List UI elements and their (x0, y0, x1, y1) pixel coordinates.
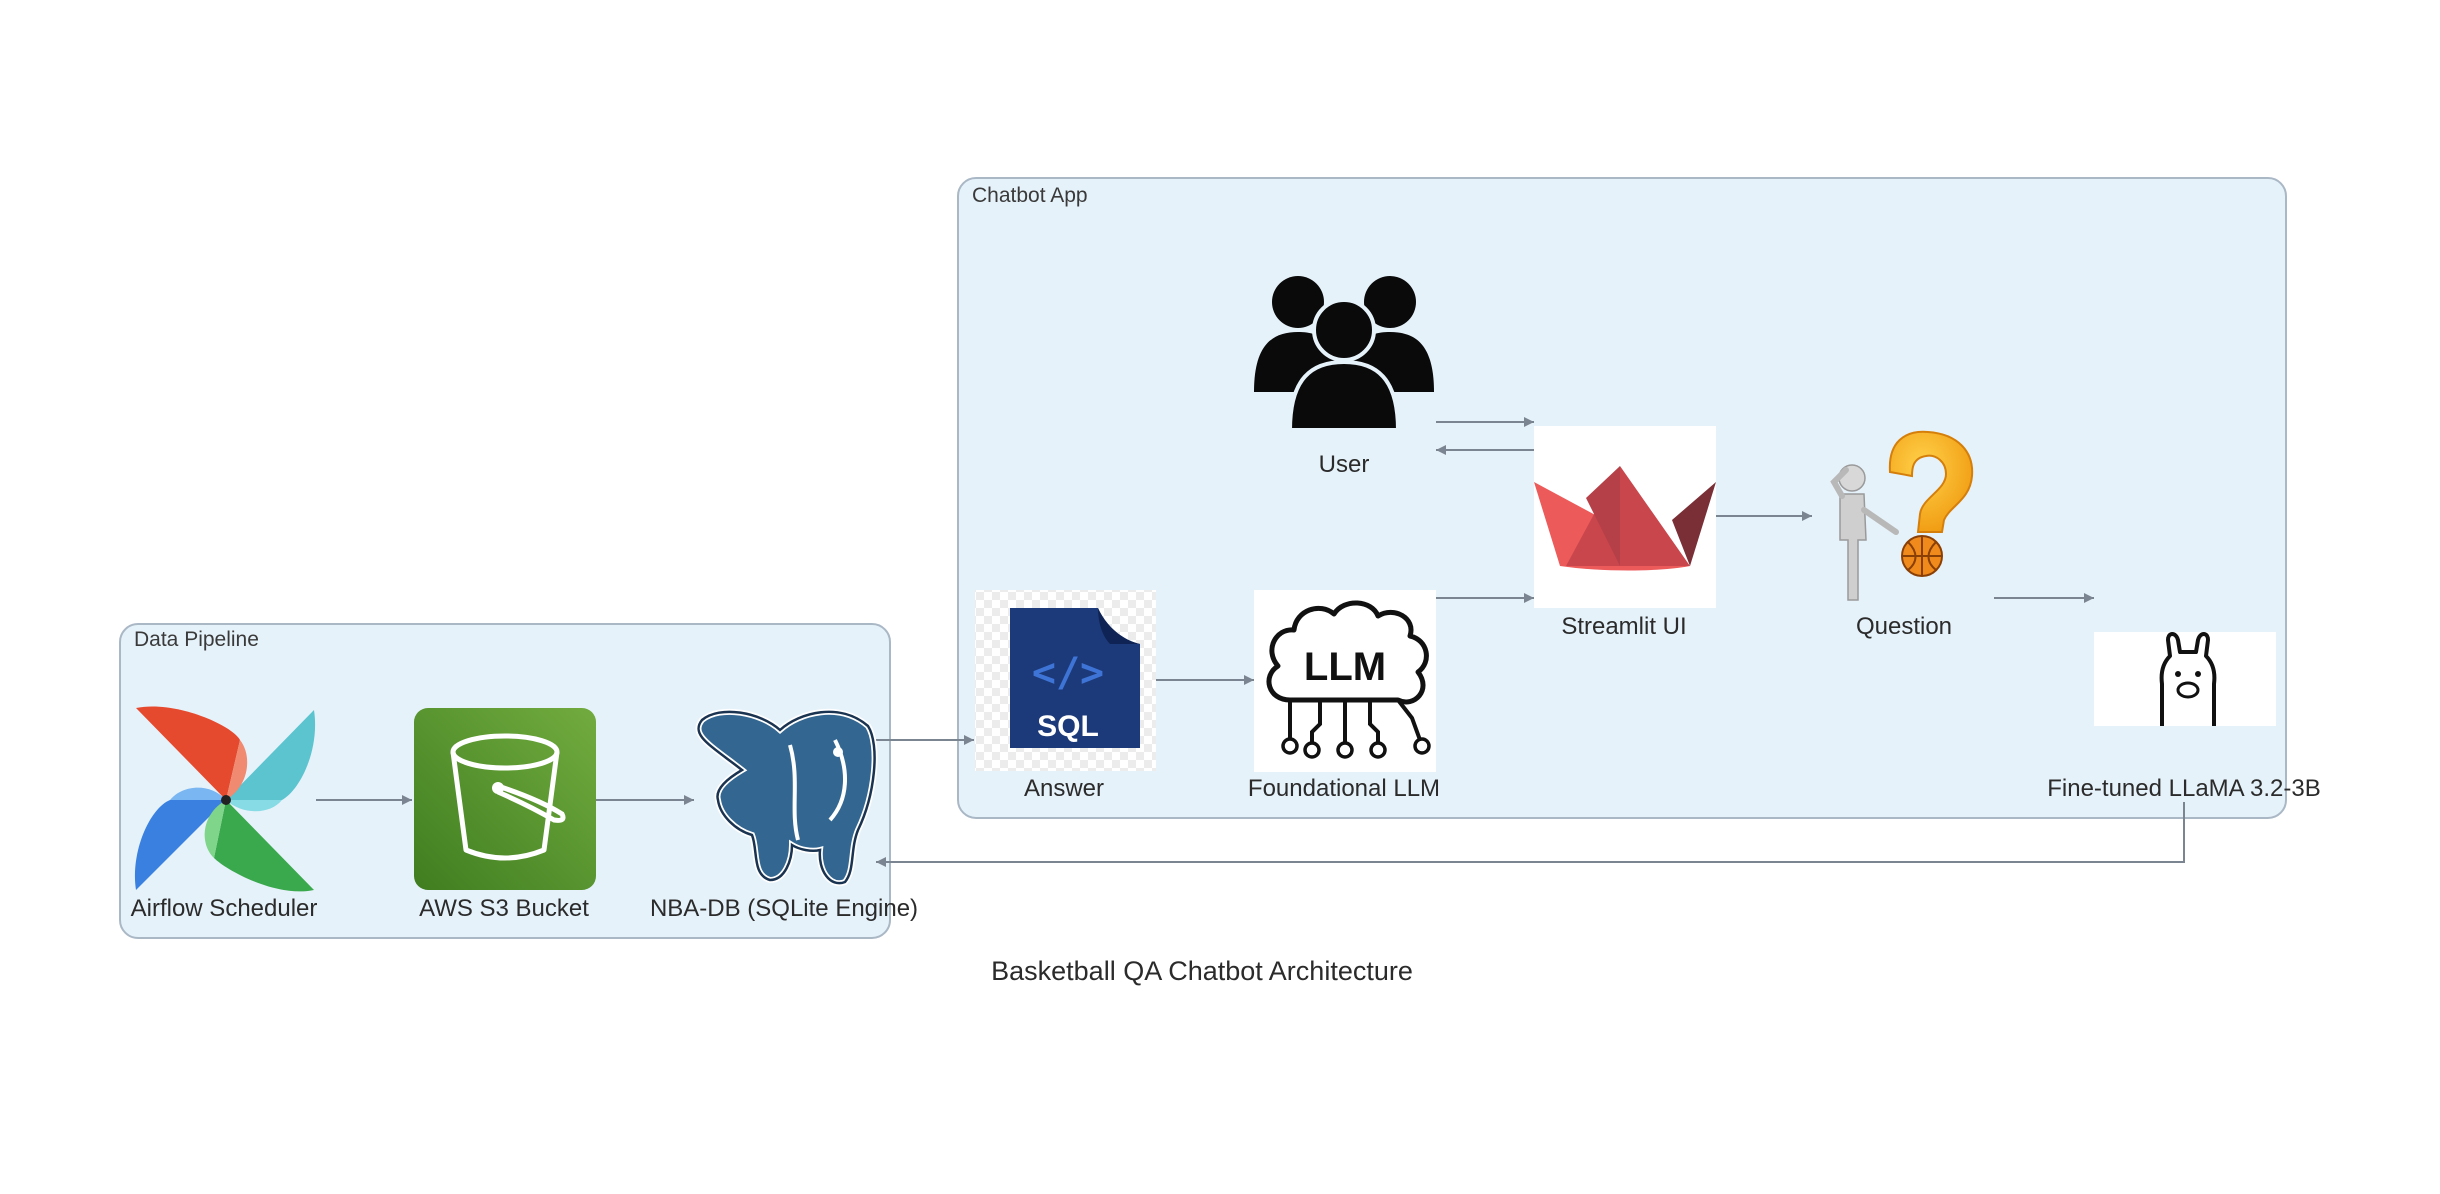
sql-file-icon: </> SQL (975, 590, 1156, 771)
node-label: Streamlit UI (1561, 613, 1686, 640)
diagram-title: Basketball QA Chatbot Architecture (991, 956, 1413, 986)
node-llama[interactable]: Fine-tuned LLaMA 3.2-3B (2047, 632, 2321, 802)
node-label: AWS S3 Bucket (419, 895, 589, 922)
node-label: User (1319, 451, 1370, 478)
sql-icon-text: SQL (1037, 710, 1099, 743)
s3-bucket-icon (414, 708, 596, 890)
node-streamlit[interactable]: Streamlit UI (1534, 426, 1716, 640)
node-label: Question (1856, 613, 1952, 640)
question-figure-icon (1830, 430, 1974, 601)
node-nbadb[interactable]: NBA-DB (SQLite Engine) (650, 708, 918, 922)
llama-icon (2094, 632, 2276, 726)
node-label: Airflow Scheduler (131, 895, 318, 922)
node-label: Fine-tuned LLaMA 3.2-3B (2047, 775, 2321, 802)
llm-icon-text: LLM (1304, 645, 1386, 689)
node-llm[interactable]: LLM Foundational LLM (1248, 590, 1440, 802)
node-s3[interactable]: AWS S3 Bucket (414, 708, 596, 922)
edges (316, 417, 2185, 867)
svg-text:</>: </> (1032, 650, 1104, 696)
llm-brain-icon: LLM (1254, 590, 1436, 772)
node-label: NBA-DB (SQLite Engine) (650, 895, 918, 922)
cluster-label: Data Pipeline (134, 628, 259, 651)
users-group-icon (1254, 276, 1434, 432)
node-label: Foundational LLM (1248, 775, 1440, 802)
node-question[interactable]: Question (1830, 430, 1974, 640)
node-answer[interactable]: </> SQL Answer (975, 590, 1156, 802)
edge-llama-to-nbadb (876, 802, 2185, 867)
node-airflow[interactable]: Airflow Scheduler (131, 706, 318, 922)
node-user[interactable]: User (1254, 276, 1434, 478)
streamlit-boat-icon (1534, 426, 1716, 608)
airflow-pinwheel-icon (134, 706, 316, 892)
postgres-elephant-icon (695, 708, 878, 887)
node-label: Answer (1024, 775, 1104, 802)
cluster-label: Chatbot App (972, 184, 1088, 207)
